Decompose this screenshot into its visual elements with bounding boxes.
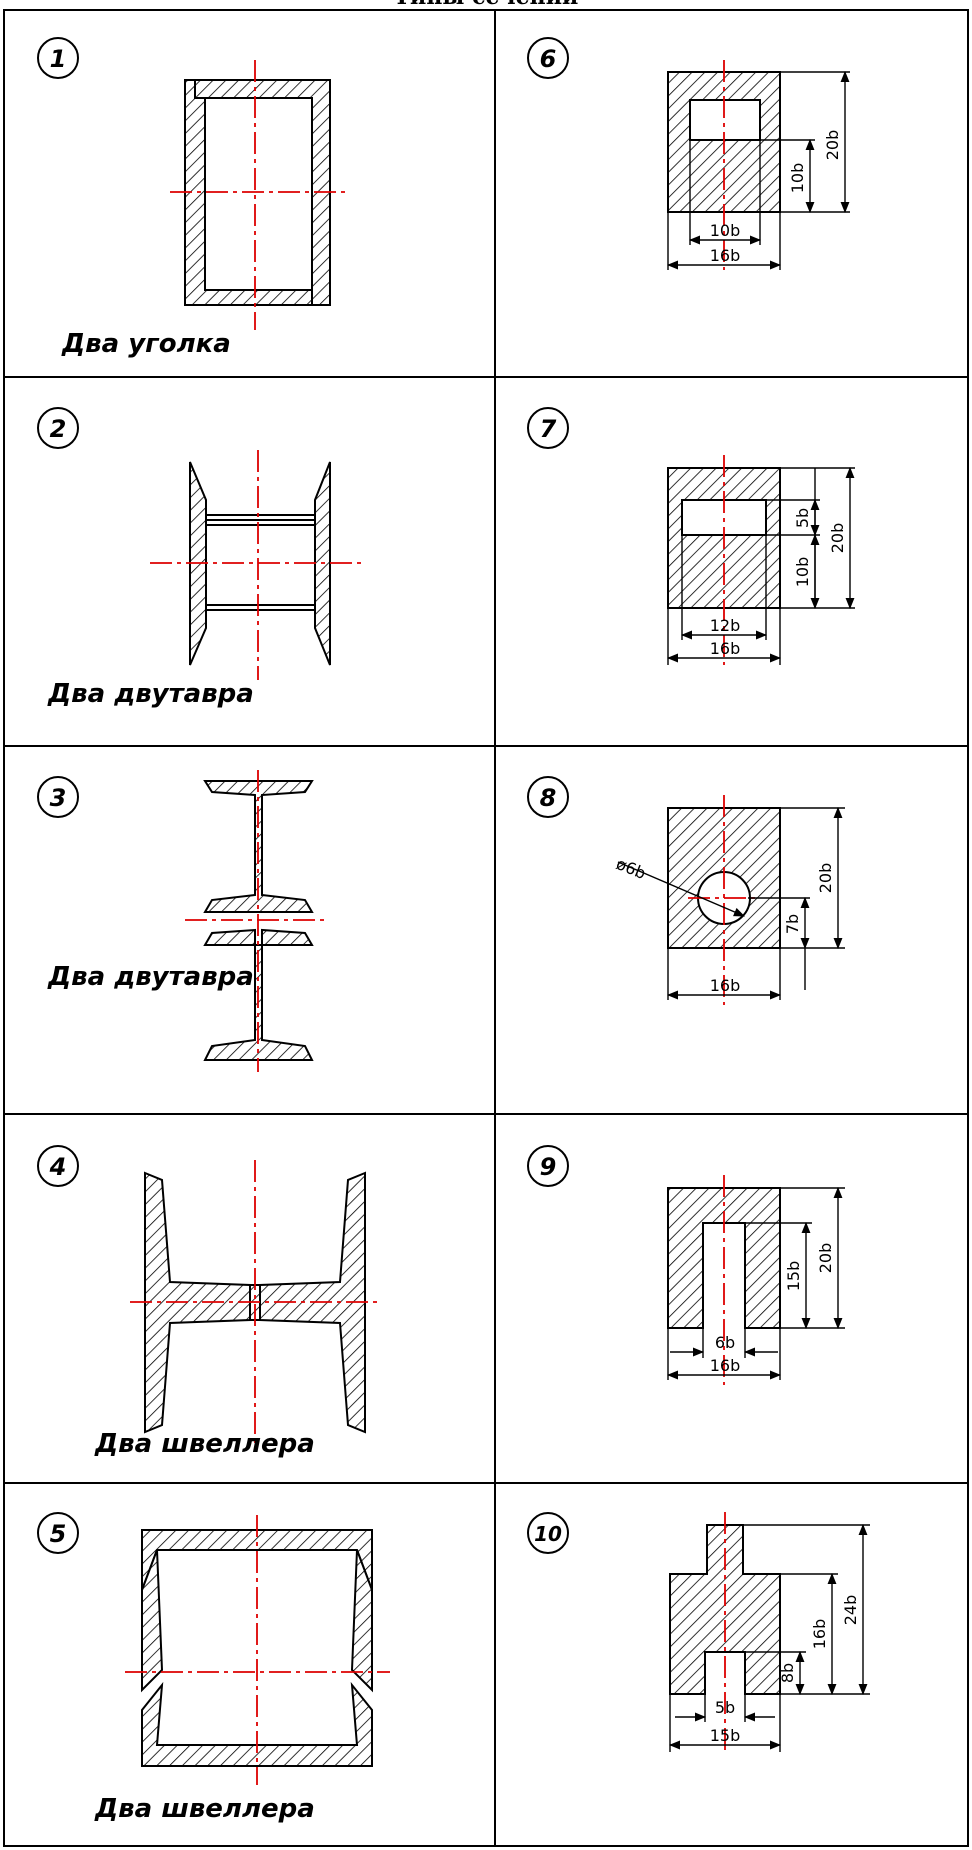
svg-text:3: 3 xyxy=(50,784,67,812)
cell-caption: Два швеллера xyxy=(94,1429,315,1459)
dim-width: 15b xyxy=(710,1726,741,1745)
page-header: Типы сечений xyxy=(394,0,579,10)
cell-number-badge: 10 xyxy=(527,1512,569,1554)
dim-hole-height: 5b xyxy=(793,508,812,528)
svg-text:9: 9 xyxy=(540,1153,557,1181)
dim-width: 16b xyxy=(710,639,741,658)
svg-text:5: 5 xyxy=(50,1520,67,1548)
cell-number-badge: 2 xyxy=(37,407,79,449)
dim-width: 16b xyxy=(710,976,741,995)
dimension-lines xyxy=(617,806,845,1000)
dim-width: 16b xyxy=(710,246,741,265)
dimension-lines xyxy=(668,1523,870,1752)
cell-number-badge: 6 xyxy=(527,37,569,79)
dimension-lines xyxy=(666,466,855,665)
dim-lower-height: 10b xyxy=(788,163,807,194)
center-axes xyxy=(185,770,325,1072)
dim-height: 20b xyxy=(823,130,842,161)
dim-slot-width: 6b xyxy=(715,1333,735,1352)
table-grid xyxy=(3,9,969,1847)
cell-3: 3 Два двутавра xyxy=(37,770,325,1072)
center-axes xyxy=(125,1515,390,1785)
dimension-lines xyxy=(666,70,850,270)
cell-6: 6 20b 10b 10b 16b xyxy=(527,37,850,270)
cell-number-badge: 4 xyxy=(37,1145,79,1187)
cell-8: 8 ø6b 20b 7b 16b xyxy=(527,776,845,1005)
svg-text:8: 8 xyxy=(540,784,557,812)
svg-text:10: 10 xyxy=(534,1522,562,1546)
cell-number-badge: 1 xyxy=(37,37,79,79)
cell-4: 4 Два швеллера xyxy=(37,1145,380,1459)
i-beam-web-lines xyxy=(205,519,316,611)
dim-slot-width: 5b xyxy=(715,1698,735,1717)
dim-height: 24b xyxy=(841,1595,860,1626)
cell-10: 10 24b 16b 8b 5b 15b xyxy=(527,1512,870,1755)
cell-caption: Два швеллера xyxy=(94,1794,315,1824)
dim-diameter: ø6b xyxy=(614,854,649,883)
cell-number-badge: 8 xyxy=(527,776,569,818)
svg-text:1: 1 xyxy=(50,45,67,73)
dimension-lines xyxy=(666,1186,845,1380)
dim-width: 16b xyxy=(710,1356,741,1375)
cell-number-badge: 7 xyxy=(527,407,569,449)
dim-lower-height: 10b xyxy=(793,557,812,588)
dim-height: 20b xyxy=(816,863,835,894)
dim-slot-height: 15b xyxy=(784,1261,803,1292)
svg-text:4: 4 xyxy=(49,1153,67,1181)
cell-caption: Два двутавра xyxy=(47,679,254,709)
section-two-angles xyxy=(184,79,331,306)
cell-5: 5 Два швеллера xyxy=(37,1512,390,1824)
svg-text:7: 7 xyxy=(540,415,557,443)
cell-caption: Два уголка xyxy=(61,329,231,359)
cell-number-badge: 3 xyxy=(37,776,79,818)
dim-center-height: 7b xyxy=(783,914,802,934)
cell-caption: Два двутавра xyxy=(47,962,254,992)
dim-height: 20b xyxy=(828,523,847,554)
center-axes xyxy=(130,1160,380,1445)
svg-text:6: 6 xyxy=(540,45,557,73)
cell-number-badge: 5 xyxy=(37,1512,79,1554)
dim-hole-width: 10b xyxy=(710,221,741,240)
dim-hole-width: 12b xyxy=(710,616,741,635)
center-axes xyxy=(688,795,760,1005)
section-two-channels-box xyxy=(141,1529,373,1767)
dim-height: 20b xyxy=(816,1243,835,1274)
cell-7: 7 5b 20b 10b 12b 16b xyxy=(527,407,855,665)
center-axes xyxy=(170,60,345,330)
cell-2: 2 Два двутавра xyxy=(37,407,365,709)
cell-9: 9 15b 20b 6b 16b xyxy=(527,1145,845,1385)
cell-1: 1 Два уголка xyxy=(37,37,345,359)
dim-base-height: 16b xyxy=(810,1619,829,1650)
center-axes xyxy=(150,450,365,680)
cell-number-badge: 9 xyxy=(527,1145,569,1187)
svg-text:2: 2 xyxy=(50,415,67,443)
dim-slot-height: 8b xyxy=(778,1663,797,1683)
